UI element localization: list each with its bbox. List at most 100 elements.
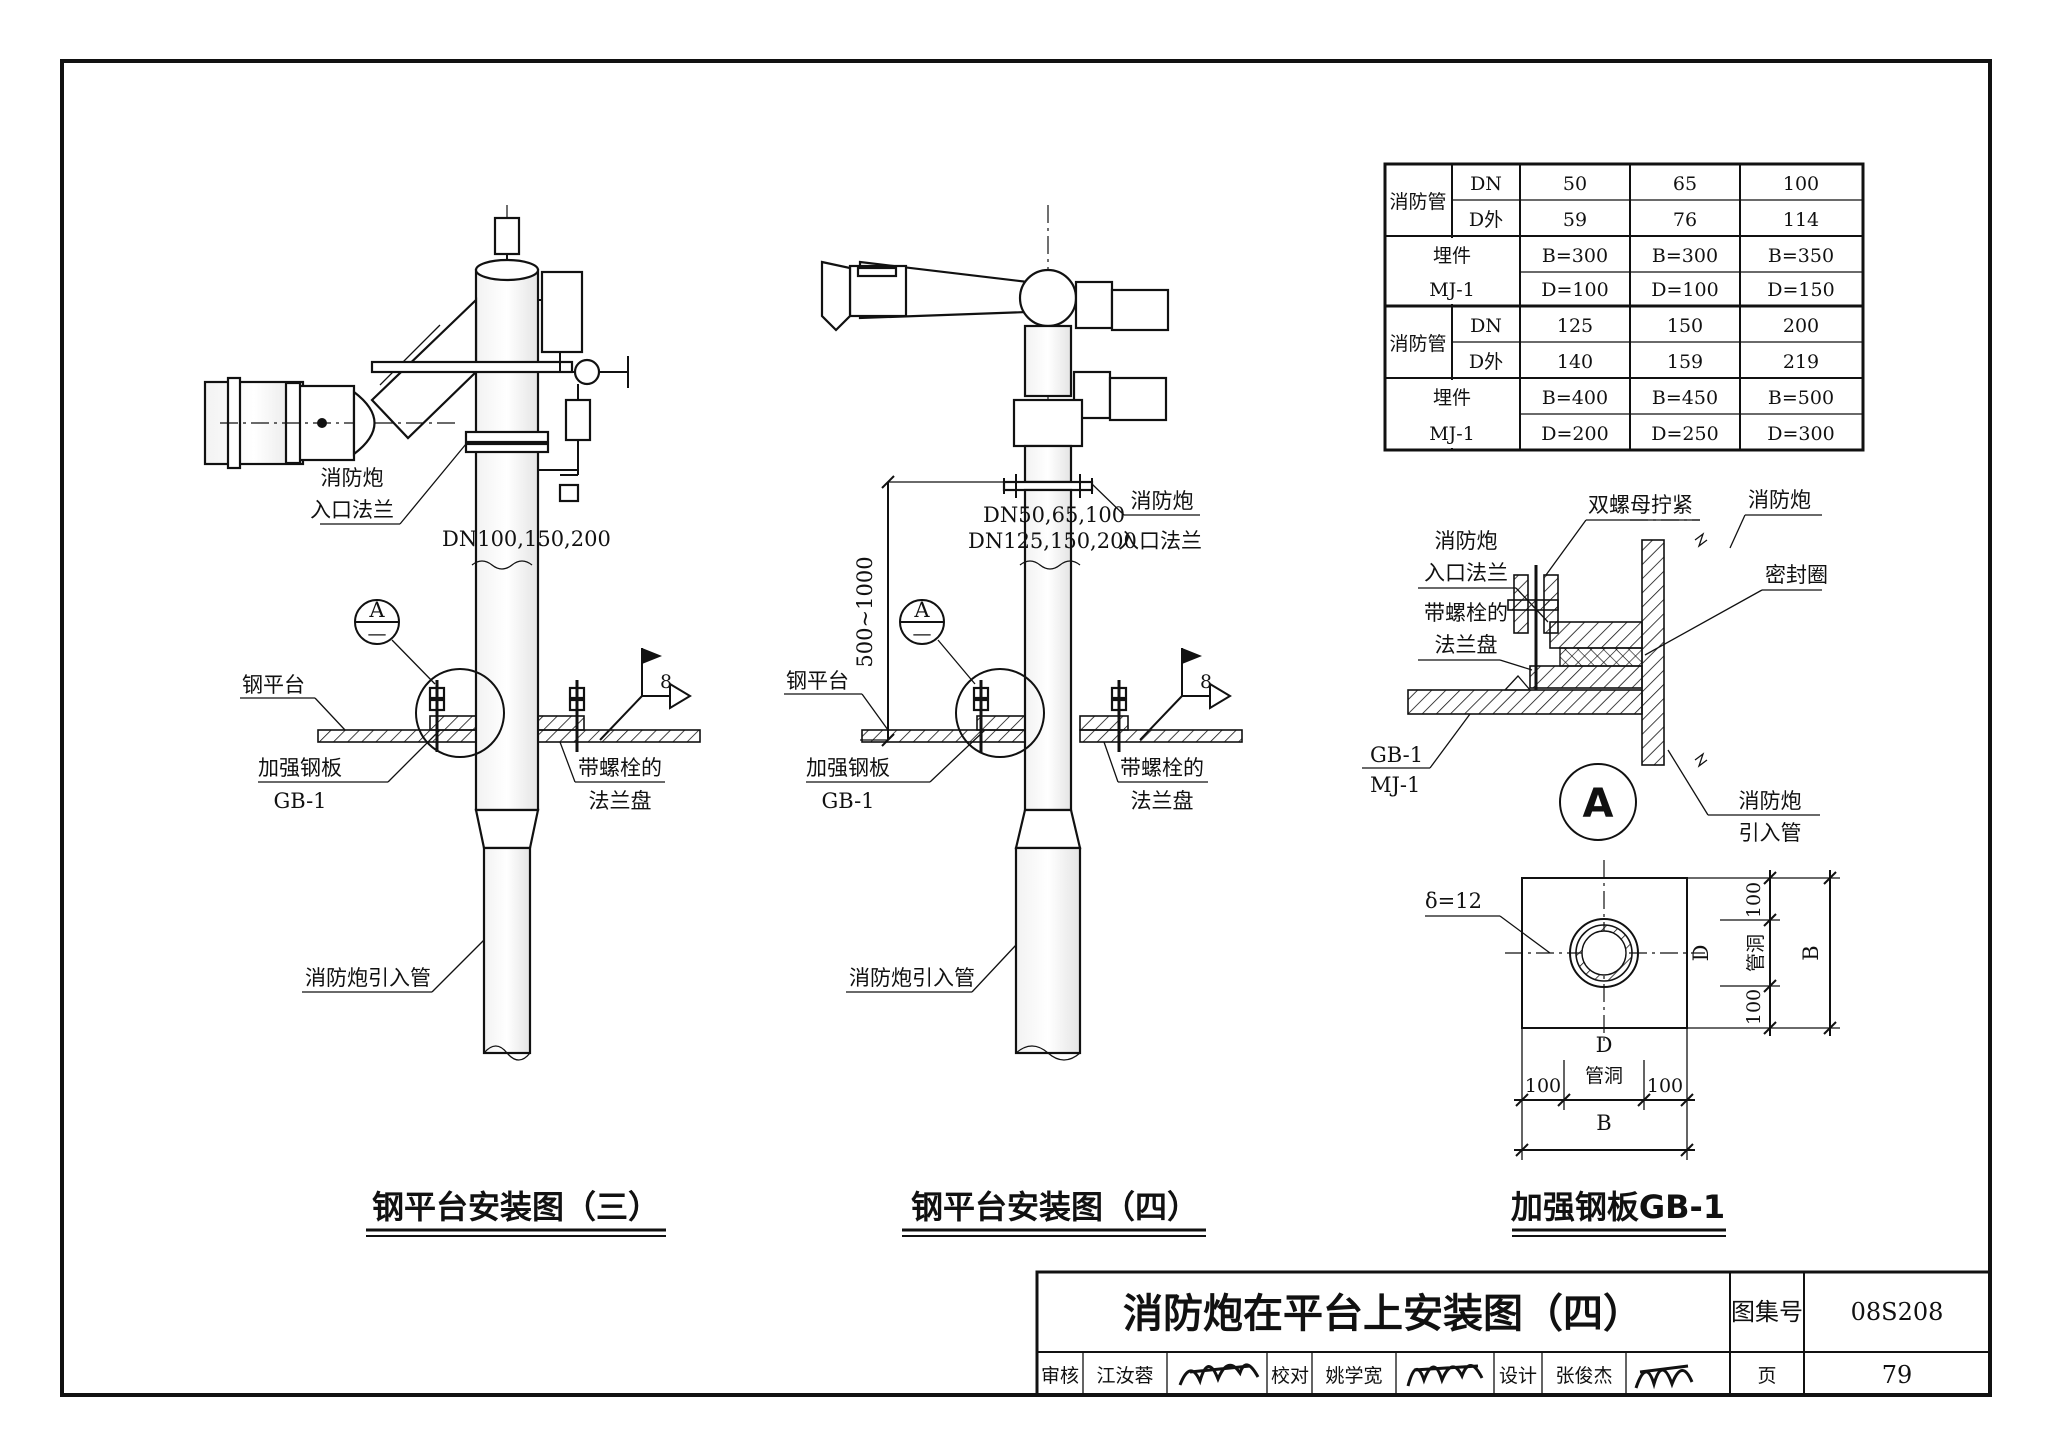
bolt-right: [568, 680, 586, 752]
sheet-border: [60, 59, 1992, 1397]
svg-text:设计: 设计: [1499, 1365, 1537, 1387]
drawing-two: 500~1000 A — 8 DN50,65: [784, 205, 1243, 1237]
plate-label-2: 加强钢板: [806, 756, 890, 780]
svg-text:埋件: 埋件: [1433, 245, 1471, 267]
svg-text:—: —: [913, 623, 932, 645]
svg-text:审核: 审核: [1041, 1365, 1079, 1387]
svg-text:125: 125: [1557, 315, 1593, 337]
bolt-right-2: [1110, 680, 1128, 752]
svg-text:50: 50: [1563, 173, 1587, 195]
svg-text:B=450: B=450: [1652, 387, 1718, 409]
svg-text:B=350: B=350: [1768, 245, 1834, 267]
svg-text:页: 页: [1757, 1365, 1776, 1387]
signature-checker: [1406, 1364, 1484, 1387]
svg-text:带螺栓的: 带螺栓的: [1424, 601, 1508, 625]
svg-text:引入管: 引入管: [1739, 821, 1802, 845]
svg-text:双螺母拧紧: 双螺母拧紧: [1588, 493, 1693, 517]
svg-text:B=300: B=300: [1542, 245, 1608, 267]
svg-text:GB-1: GB-1: [273, 789, 326, 813]
bolt-flange-label: 带螺栓的: [578, 756, 662, 780]
platform-label-2: 钢平台: [786, 669, 849, 693]
svg-text:法兰盘: 法兰盘: [1435, 633, 1498, 657]
detail-ref-letter: A: [368, 598, 385, 622]
svg-text:D=150: D=150: [1767, 279, 1834, 301]
svg-text:密封圈: 密封圈: [1765, 563, 1828, 587]
bolt-flange-label-2: 带螺栓的: [1120, 756, 1204, 780]
drawing-one: A — 8 消防炮 入口法兰 DN100,150,200 钢平台 加强钢板 GB…: [203, 205, 701, 1237]
svg-text:消防炮: 消防炮: [1739, 789, 1802, 813]
plate-label: 加强钢板: [258, 756, 342, 780]
svg-text:D: D: [1596, 1033, 1613, 1057]
svg-text:08S208: 08S208: [1851, 1298, 1944, 1326]
svg-text:法兰盘: 法兰盘: [589, 789, 652, 813]
svg-text:100: 100: [1783, 173, 1819, 195]
svg-text:B: B: [1799, 945, 1823, 960]
svg-text:DN125,150,200: DN125,150,200: [968, 529, 1137, 553]
svg-text:D: D: [1689, 945, 1713, 962]
title-block: 消防炮在平台上安装图（四） 图集号 08S208 审核 江汝蓉 校对 姚学宽 设…: [1035, 1270, 1992, 1397]
svg-text:入口法兰: 入口法兰: [310, 498, 394, 522]
weld-symbol: 8: [599, 648, 692, 741]
svg-text:MJ-1: MJ-1: [1429, 279, 1475, 301]
lead-pipe-label: 消防炮引入管: [305, 966, 431, 990]
bolt-left-2: [972, 680, 990, 752]
svg-text:DN: DN: [1470, 173, 1502, 195]
svg-text:江汝蓉: 江汝蓉: [1096, 1365, 1153, 1387]
svg-text:消防炮: 消防炮: [1748, 488, 1811, 512]
svg-text:B=400: B=400: [1542, 387, 1608, 409]
svg-text:D=250: D=250: [1651, 423, 1718, 445]
svg-text:8: 8: [1200, 671, 1212, 693]
pipe-size-label: DN100,150,200: [442, 527, 611, 551]
svg-text:D=100: D=100: [1651, 279, 1718, 301]
main-title: 消防炮在平台上安装图（四）: [1123, 1291, 1643, 1337]
detail-a: 双螺母拧紧 消防炮 消防炮 入口法兰 密封圈 带螺栓的 法兰盘 GB-1 MJ-…: [1362, 488, 1828, 845]
svg-text:200: 200: [1783, 315, 1819, 337]
svg-text:入口法兰: 入口法兰: [1424, 561, 1508, 585]
plate-gb1-title: 加强钢板GB-1: [1511, 1188, 1725, 1226]
platform-label: 钢平台: [242, 673, 305, 697]
svg-text:100: 100: [1743, 989, 1765, 1025]
svg-text:A: A: [1583, 781, 1614, 827]
svg-text:A: A: [913, 598, 930, 622]
svg-text:100: 100: [1647, 1075, 1683, 1097]
svg-text:MJ-1: MJ-1: [1429, 423, 1475, 445]
svg-text:79: 79: [1882, 1361, 1913, 1389]
svg-text:159: 159: [1667, 351, 1703, 373]
svg-text:DN: DN: [1470, 315, 1502, 337]
svg-text:入口法兰: 入口法兰: [1118, 529, 1202, 553]
inlet-flange-label-2: 消防炮: [1131, 489, 1194, 513]
inlet-flange-label: 消防炮: [321, 466, 384, 490]
svg-text:100: 100: [1525, 1075, 1561, 1097]
svg-text:114: 114: [1783, 209, 1819, 231]
thickness-label: δ=12: [1425, 889, 1482, 913]
svg-text:消防管: 消防管: [1389, 191, 1446, 213]
svg-text:219: 219: [1783, 351, 1819, 373]
svg-text:B: B: [1596, 1111, 1611, 1135]
svg-text:张俊杰: 张俊杰: [1555, 1365, 1612, 1387]
signature-designer: [1634, 1364, 1694, 1390]
signature-reviewer: [1178, 1363, 1260, 1386]
drawing-two-title: 钢平台安装图（四）: [911, 1188, 1199, 1226]
svg-text:100: 100: [1743, 882, 1765, 918]
svg-text:D=300: D=300: [1767, 423, 1834, 445]
svg-text:8: 8: [660, 671, 672, 693]
svg-text:59: 59: [1563, 209, 1587, 231]
weld-symbol-2: 8: [1139, 648, 1232, 741]
svg-text:GB-1: GB-1: [821, 789, 874, 813]
svg-text:140: 140: [1557, 351, 1593, 373]
height-dim-label: 500~1000: [853, 556, 877, 667]
svg-text:D外: D外: [1469, 209, 1503, 231]
svg-text:76: 76: [1673, 209, 1697, 231]
svg-text:MJ-1: MJ-1: [1370, 773, 1420, 797]
lead-pipe-label-2: 消防炮引入管: [849, 966, 975, 990]
spec-table: 消防管 DN 50 65 100 D外 59 76 114 埋件 B=300 B…: [1383, 162, 1865, 452]
svg-text:—: —: [368, 623, 387, 645]
svg-text:管洞: 管洞: [1585, 1065, 1623, 1087]
svg-text:法兰盘: 法兰盘: [1131, 789, 1194, 813]
svg-text:校对: 校对: [1271, 1365, 1309, 1387]
detail-a-marker: [1559, 763, 1637, 841]
svg-text:姚学宽: 姚学宽: [1325, 1365, 1382, 1387]
svg-text:65: 65: [1673, 173, 1697, 195]
svg-text:D=200: D=200: [1541, 423, 1608, 445]
